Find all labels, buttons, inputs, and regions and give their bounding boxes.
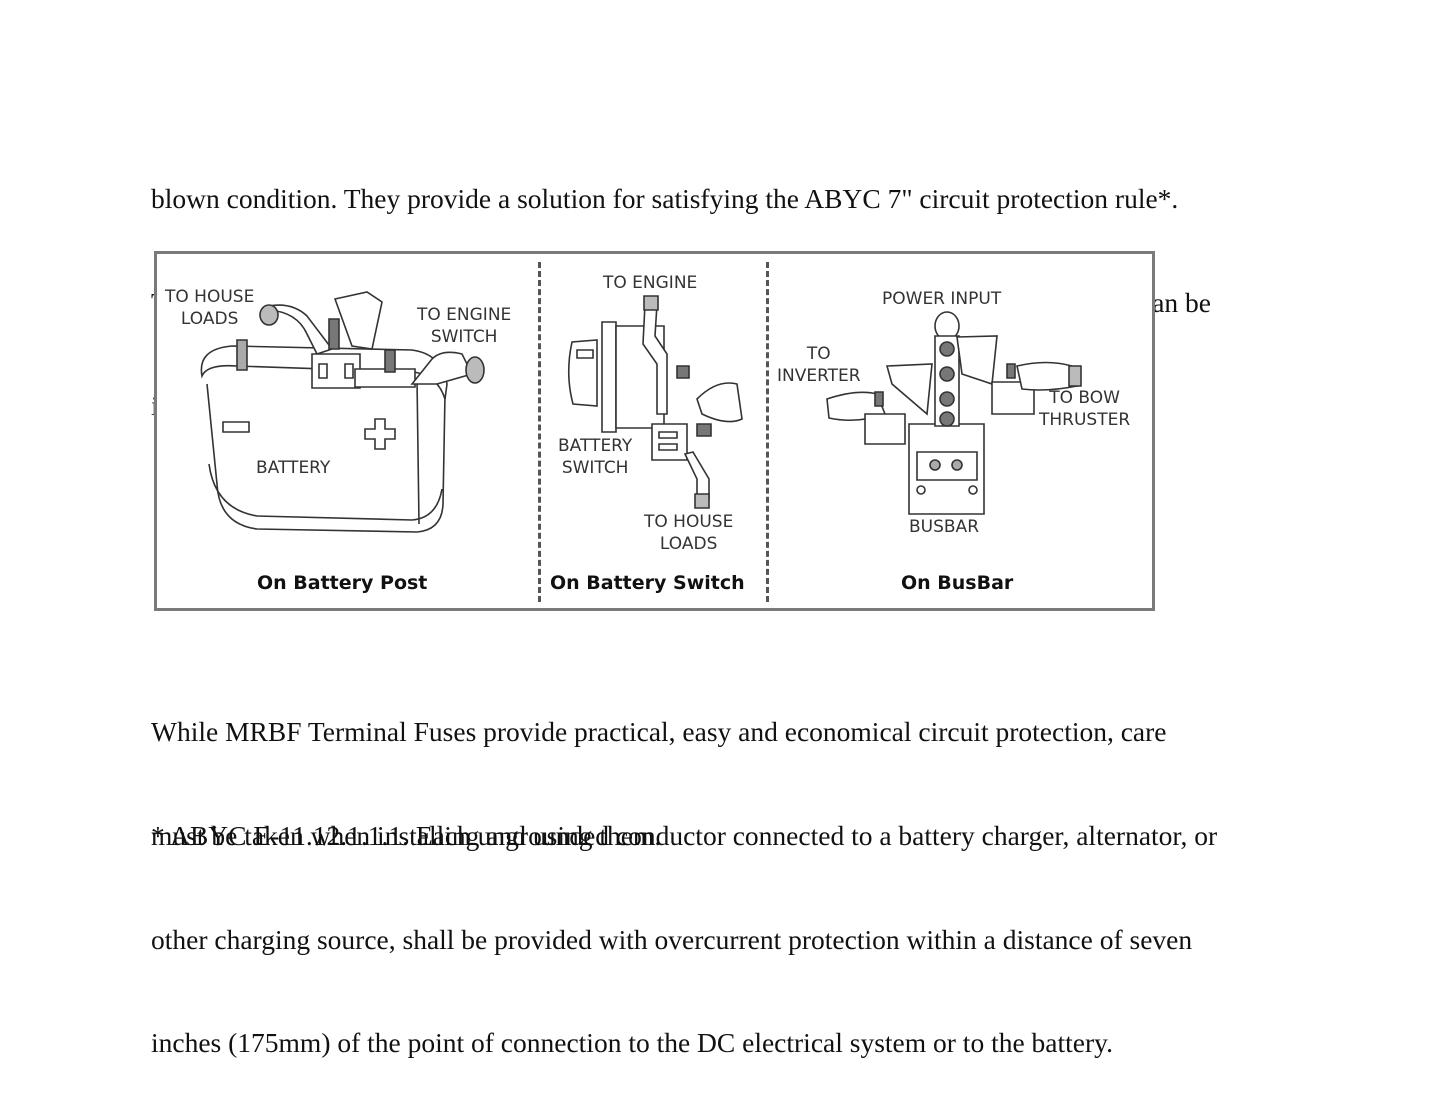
busbar-illustration [157,254,1152,608]
label-to-house-loads-switch: TO HOUSE LOADS [644,512,734,554]
panel-divider [538,262,541,602]
text-line: blown condition. They provide a solution… [151,183,1179,214]
caption-on-battery-post: On Battery Post [257,572,428,594]
text-line: other charging source, shall be provided… [151,923,1193,955]
label-power-input: POWER INPUT [882,289,1002,309]
label-to-house-loads: TO HOUSE LOADS [165,287,255,329]
installation-figure: TO HOUSE LOADS TO ENGINE SWITCH BATTERY … [154,251,1155,611]
battery-switch-illustration [157,254,767,608]
label-battery-switch: BATTERY SWITCH [558,436,633,478]
caption-on-busbar: On BusBar [901,572,1014,594]
caution-paragraph: While MRBF Terminal Fuses provide practi… [151,646,1167,888]
label-to-inverter: TO INVERTER [777,344,861,386]
battery-illustration [157,254,537,608]
text-line: inches (175mm) of the point of connectio… [151,1027,1113,1058]
label-to-bow-thruster: TO BOW THRUSTER [1039,388,1131,430]
footnote: * ABYC E-11.12.1.1.1. Each ungrounded co… [151,750,1217,1095]
label-to-engine-switch: TO ENGINE SWITCH [417,305,512,347]
label-battery: BATTERY [256,458,331,478]
label-busbar: BUSBAR [909,517,980,537]
label-to-engine: TO ENGINE [603,273,698,293]
panel-divider [766,262,769,602]
text-line: * ABYC E-11.12.1.1.1. Each ungrounded co… [151,820,1218,851]
text-line: While MRBF Terminal Fuses provide practi… [151,716,1167,747]
text-line: must be taken when installing and using … [151,819,662,851]
caption-on-battery-switch: On Battery Switch [550,572,745,594]
